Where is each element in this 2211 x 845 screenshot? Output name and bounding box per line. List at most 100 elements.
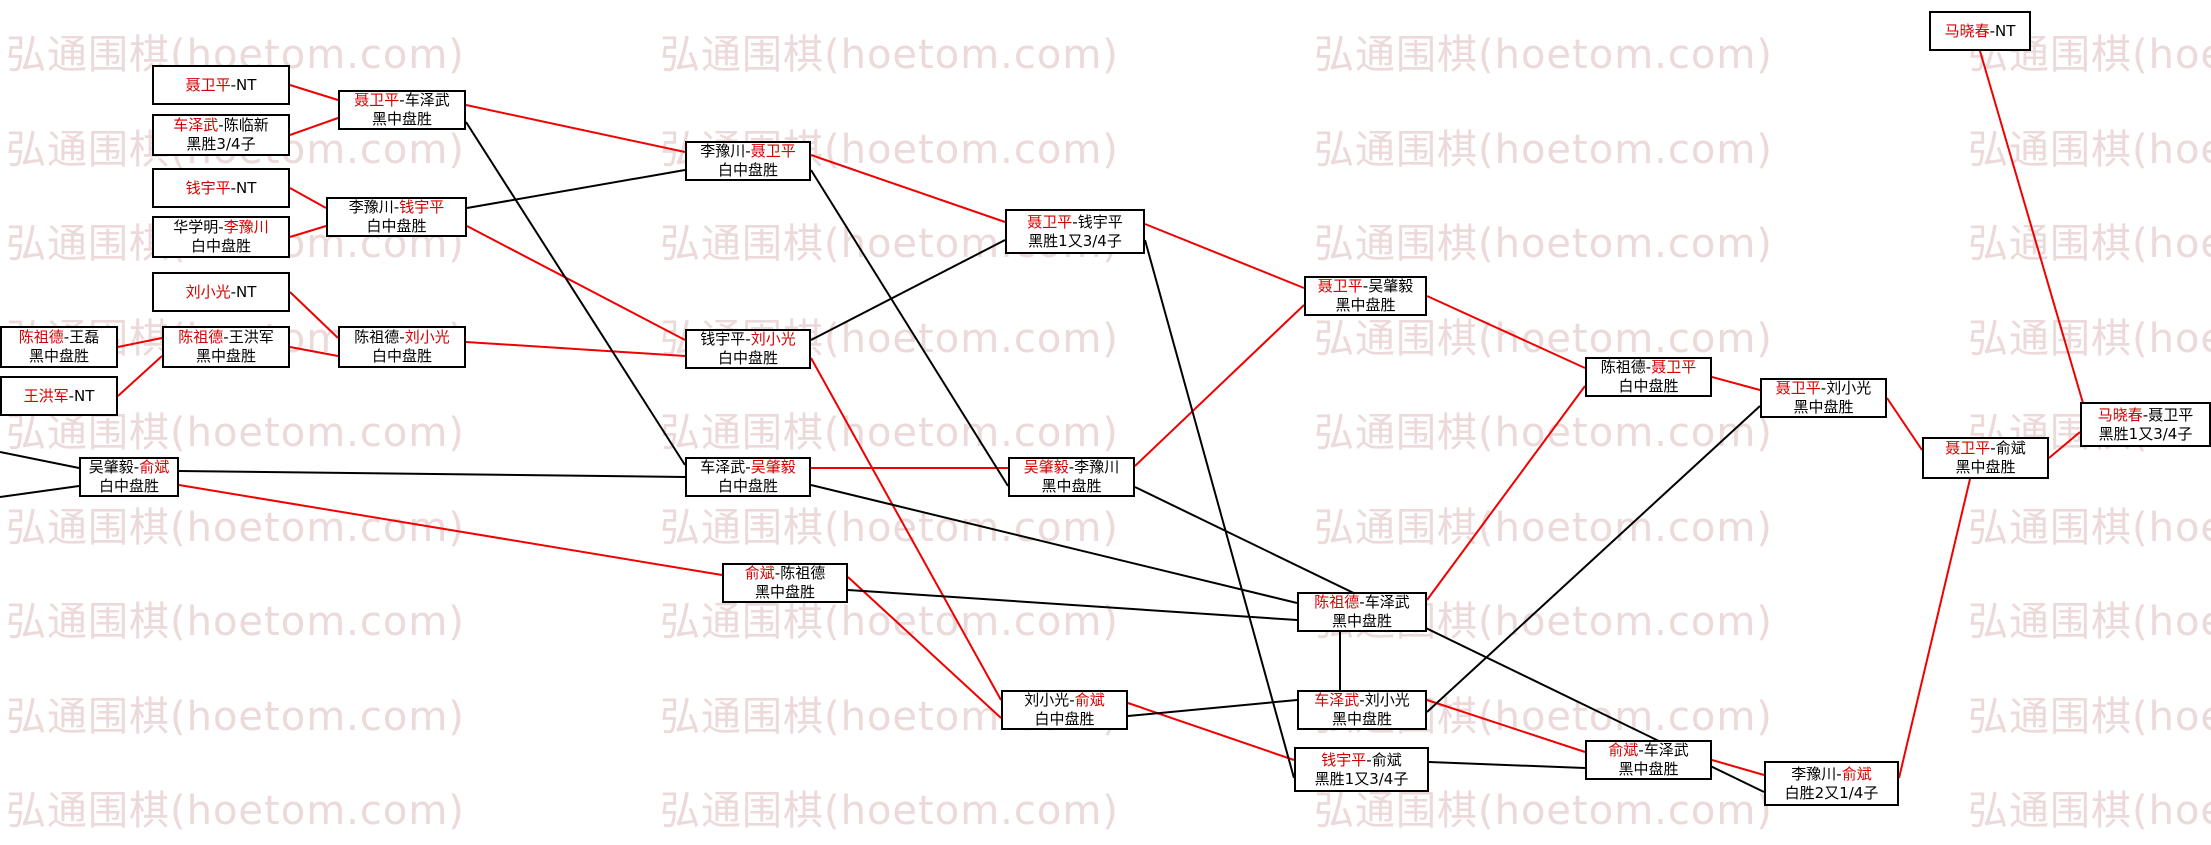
watermark-text: 弘通围棋(hoetom.com) xyxy=(1314,127,1773,173)
watermark-text: 弘通围棋(hoetom.com) xyxy=(660,32,1119,78)
player-name: 陈临新 xyxy=(223,116,269,134)
connector-line-win xyxy=(1898,478,1971,779)
match-box-chenzude-che: 陈祖德-车泽武黑中盘胜 xyxy=(1297,592,1427,632)
match-players: 陈祖德-王磊 xyxy=(19,328,99,347)
match-box-chenzude-wanghong: 陈祖德-王洪军黑中盘胜 xyxy=(162,326,290,368)
player-name: NT xyxy=(236,75,257,94)
player-name: 陈祖德 xyxy=(780,564,826,582)
match-box-li-qian: 李豫川-钱宇平白中盘胜 xyxy=(326,197,467,237)
match-box-chenzude-nie: 陈祖德-聂卫平白中盘胜 xyxy=(1585,357,1712,397)
player-name-winner: 刘小光 xyxy=(404,328,450,346)
match-box-che-chenlinxin: 车泽武-陈临新黑胜3/4子 xyxy=(152,114,290,156)
watermark-text: 弘通围棋(hoetom.com) xyxy=(1968,316,2211,362)
watermark-text: 弘通围棋(hoetom.com) xyxy=(660,410,1119,456)
player-name-winner: 王洪军 xyxy=(23,386,69,405)
vs-dash: - xyxy=(1989,21,1996,40)
connector-line-win xyxy=(178,484,723,576)
player-name-winner: 车泽武 xyxy=(173,116,219,134)
match-box-li-yu: 李豫川-俞斌白胜2又1/4子 xyxy=(1764,761,1899,806)
match-result: 黑中盘胜 xyxy=(195,347,256,365)
player-name-winner: 陈祖德 xyxy=(1314,593,1360,611)
match-result: 黑中盘胜 xyxy=(1331,612,1392,630)
connector-line-loss xyxy=(465,121,686,466)
match-box-hua-li: 华学明-李豫川白中盘胜 xyxy=(152,216,290,258)
connector-line-win xyxy=(289,225,327,238)
match-box-qian-liu: 钱宇平-刘小光白中盘胜 xyxy=(685,329,811,369)
connector-line-win xyxy=(1144,223,1305,289)
watermark-text: 弘通围棋(hoetom.com) xyxy=(1314,410,1773,456)
player-name: NT xyxy=(236,282,257,301)
match-box-nie-qian: 聂卫平-钱宇平黑胜1又3/4子 xyxy=(1005,209,1145,254)
watermark-text: 弘通围棋(hoetom.com) xyxy=(1968,788,2211,834)
match-result: 白中盘胜 xyxy=(190,237,251,255)
player-name: 钱宇平 xyxy=(1077,212,1123,231)
watermark-text: 弘通围棋(hoetom.com) xyxy=(6,410,465,456)
match-players: 王洪军-NT xyxy=(24,387,95,406)
connector-line-win xyxy=(847,576,1002,719)
connector-line-win xyxy=(1711,759,1765,776)
player-name-winner: 聂卫平 xyxy=(1651,358,1697,376)
vs-dash: - xyxy=(133,458,140,476)
match-players: 钱宇平-刘小光 xyxy=(700,330,795,349)
vs-dash: - xyxy=(2142,405,2149,424)
match-result: 黑中盘胜 xyxy=(1618,760,1679,778)
player-name: 俞斌 xyxy=(1995,439,2026,457)
match-players: 钱宇平-俞斌 xyxy=(1321,751,1401,770)
player-name: 车泽武 xyxy=(700,458,746,476)
connector-line-win xyxy=(466,225,686,341)
vs-dash: - xyxy=(399,328,405,346)
match-box-qian-bye: 钱宇平-NT xyxy=(152,168,290,208)
vs-dash: - xyxy=(1068,458,1075,476)
watermark-text: 弘通围棋(hoetom.com) xyxy=(660,505,1119,551)
player-name: 聂卫平 xyxy=(2148,405,2194,424)
player-name-winner: 聂卫平 xyxy=(1945,439,1991,457)
match-box-wuzhaoyi-yubin: 吴肇毅-俞斌白中盘胜 xyxy=(79,457,179,497)
connector-line-loss xyxy=(1426,405,1761,713)
player-name: 刘小光 xyxy=(1364,691,1410,709)
match-players: 马晓春-NT xyxy=(1945,22,2016,41)
match-players: 吴肇毅-李豫川 xyxy=(1024,458,1119,477)
match-box-nie-che: 聂卫平-车泽武黑中盘胜 xyxy=(338,90,466,130)
watermark-text: 弘通围棋(hoetom.com) xyxy=(1968,505,2211,551)
connector-line-win xyxy=(289,346,339,357)
player-name: 王磊 xyxy=(69,328,100,346)
player-name-winner: 刘小光 xyxy=(750,330,796,348)
connector-line-win xyxy=(289,84,339,101)
watermark-text: 弘通围棋(hoetom.com) xyxy=(1314,221,1773,267)
watermark-text: 弘通围棋(hoetom.com) xyxy=(6,694,465,740)
connector-line-win xyxy=(465,341,686,357)
player-name-winner: 聂卫平 xyxy=(1027,212,1073,231)
match-players: 马晓春-聂卫平 xyxy=(2098,406,2193,425)
watermark-text: 弘通围棋(hoetom.com) xyxy=(1314,32,1773,78)
connector-line-loss xyxy=(0,485,80,498)
connector-line-win xyxy=(117,355,163,397)
match-box-qian-yu: 钱宇平-俞斌黑胜1又3/4子 xyxy=(1294,747,1429,792)
vs-dash: - xyxy=(230,282,237,301)
connector-line-win xyxy=(1711,376,1761,391)
connector-line-loss xyxy=(810,169,1009,487)
watermark-text: 弘通围棋(hoetom.com) xyxy=(660,788,1119,834)
vs-dash: - xyxy=(745,330,751,348)
match-result: 黑中盘胜 xyxy=(371,110,432,128)
match-players: 聂卫平-刘小光 xyxy=(1776,379,1871,398)
vs-dash: - xyxy=(1069,691,1075,709)
player-name-winner: 俞斌 xyxy=(139,458,170,476)
watermark-text: 弘通围棋(hoetom.com) xyxy=(1314,788,1773,834)
match-result: 白中盘胜 xyxy=(717,349,778,367)
connector-line-win xyxy=(1426,385,1586,601)
vs-dash: - xyxy=(1820,379,1827,397)
match-players: 聂卫平-吴肇毅 xyxy=(1318,277,1413,296)
watermark-text: 弘通围棋(hoetom.com) xyxy=(1968,221,2211,267)
vs-dash: - xyxy=(1638,741,1644,759)
player-name-winner: 马晓春 xyxy=(1944,21,1990,40)
vs-dash: - xyxy=(1362,277,1369,295)
match-players: 聂卫平-车泽武 xyxy=(354,91,449,110)
player-name-winner: 俞斌 xyxy=(744,564,775,582)
watermark-text: 弘通围棋(hoetom.com) xyxy=(1968,694,2211,740)
connector-line-win xyxy=(289,187,327,209)
vs-dash: - xyxy=(745,458,751,476)
connector-line-loss xyxy=(1127,699,1298,717)
player-name: 吴肇毅 xyxy=(88,458,134,476)
player-name-winner: 钱宇平 xyxy=(1321,750,1367,769)
